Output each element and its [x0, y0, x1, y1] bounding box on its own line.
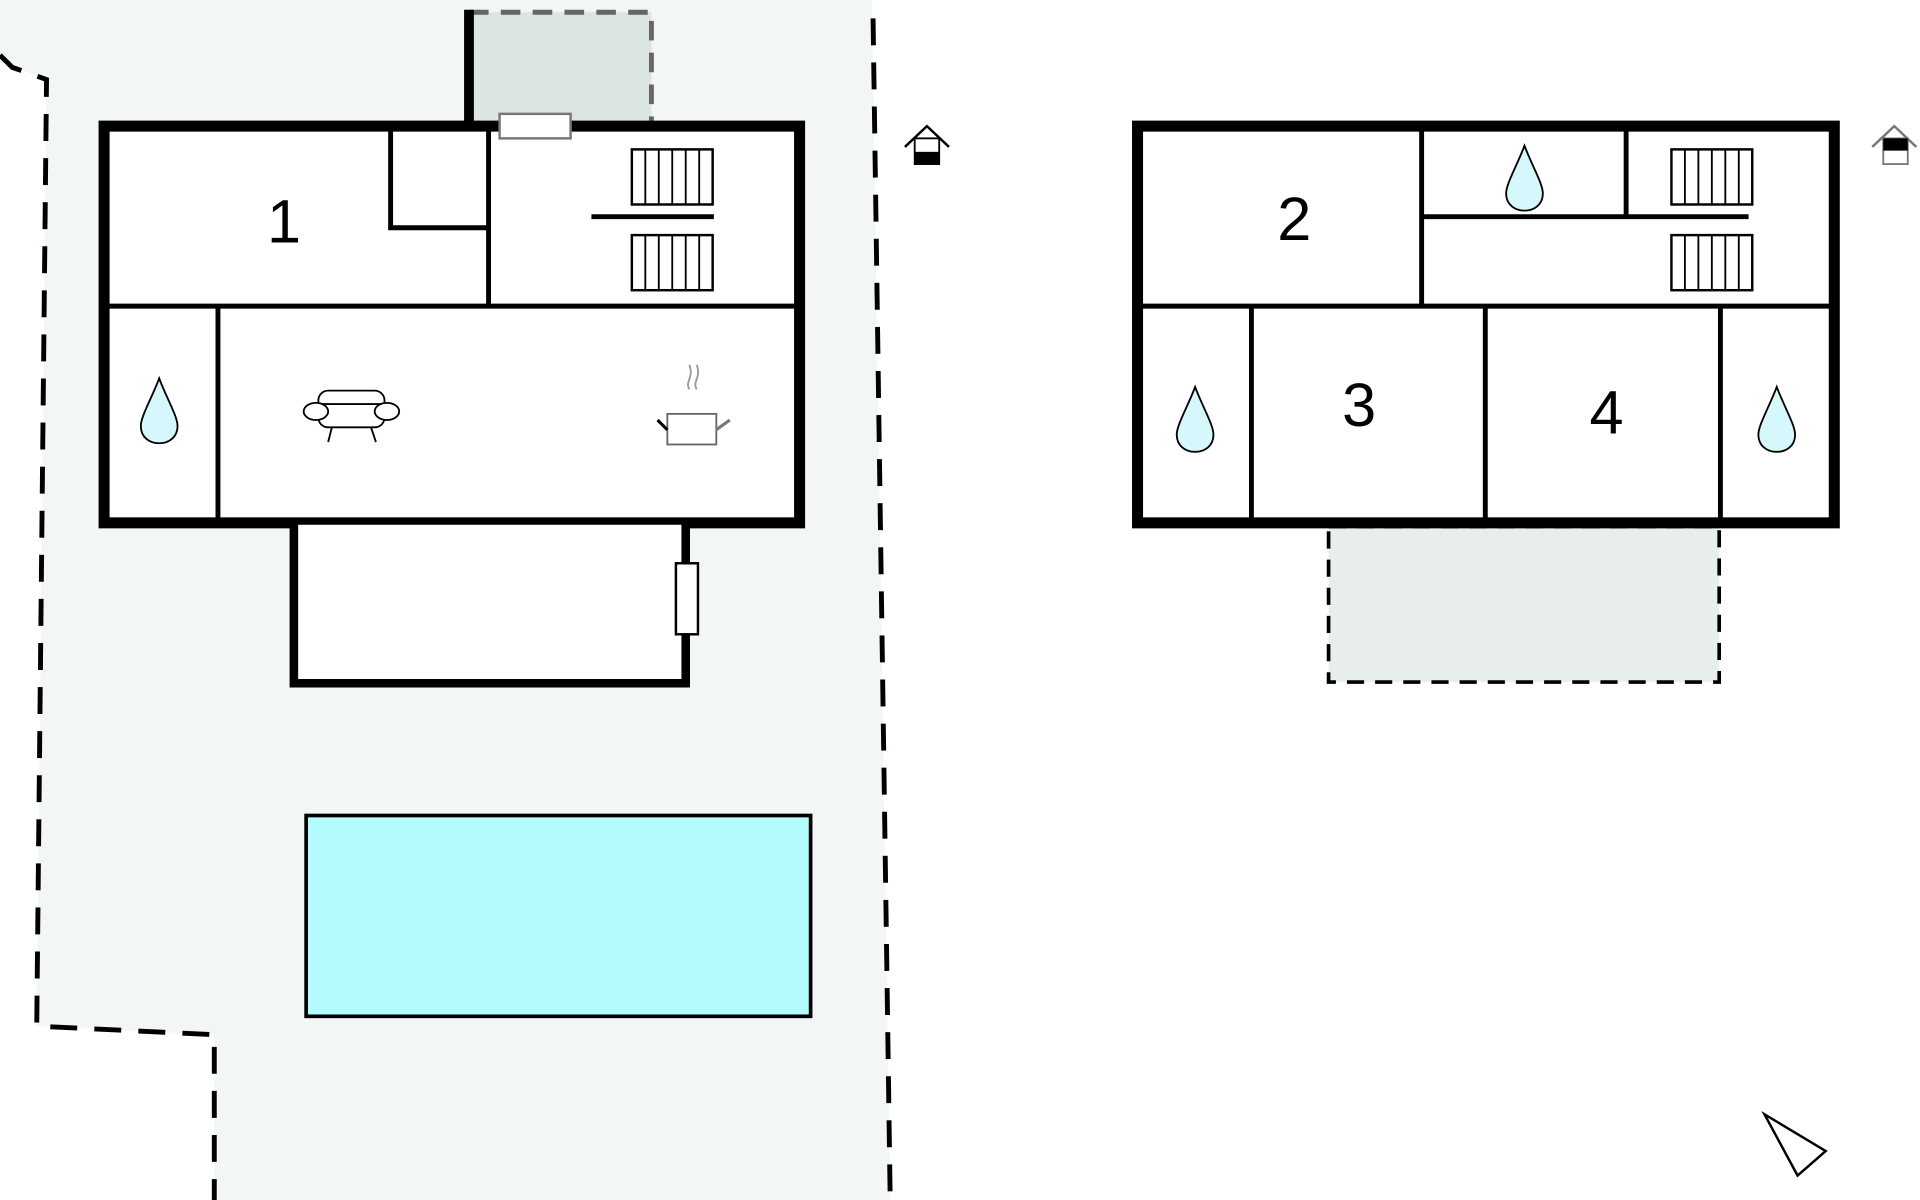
stairs-icon	[630, 233, 714, 292]
pool	[304, 813, 813, 1019]
house-level-icon	[1871, 124, 1918, 165]
house-2: 2 3 4	[1132, 120, 1840, 529]
window	[498, 112, 572, 140]
window	[674, 562, 700, 636]
house-1: 1	[98, 112, 806, 688]
room-label-2: 2	[1277, 185, 1311, 253]
plot-boundary-left	[0, 53, 217, 1200]
covered-area	[468, 12, 652, 125]
room-label-3: 3	[1342, 371, 1376, 439]
plot-boundary-right	[870, 18, 893, 1200]
compass-north-icon	[1761, 1110, 1828, 1178]
stairs-icon	[1670, 148, 1754, 206]
stairs-icon	[1670, 233, 1754, 292]
cooking-pot-icon	[656, 364, 731, 446]
terrace	[1326, 524, 1722, 684]
stairs-icon	[630, 148, 714, 206]
room-label-1: 1	[267, 187, 301, 255]
sofa-icon	[302, 389, 401, 443]
house-level-icon	[904, 124, 950, 165]
room-label-4: 4	[1589, 378, 1623, 446]
